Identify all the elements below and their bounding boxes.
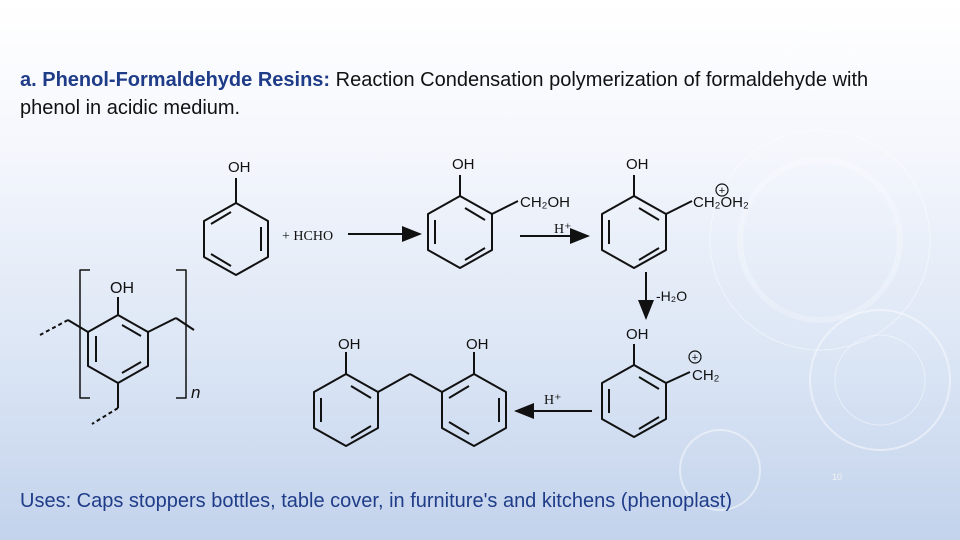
benzyl-group-label: CH₂ <box>692 367 720 384</box>
protonated-structure <box>601 175 693 269</box>
benzyl-cation-structure <box>601 344 691 438</box>
positive-charge-icon <box>688 350 702 364</box>
water-loss-label: -H₂O <box>656 288 687 304</box>
step4-catalyst-label: H⁺ <box>544 393 562 408</box>
protonated-oh-label: OH <box>626 156 649 173</box>
polymer-n-label: n <box>191 383 200 402</box>
polymer-oh-label: OH <box>110 280 134 297</box>
protonated-group-label: CH₂OH₂ <box>693 194 749 211</box>
methylol-oh-label: OH <box>452 156 475 173</box>
positive-charge-icon <box>715 183 729 197</box>
slide-number: 10 <box>832 472 843 482</box>
title-prefix: a. Phenol-Formaldehyde Resins: <box>20 69 331 91</box>
uses-text: Uses: Caps stoppers bottles, table cover… <box>20 490 732 512</box>
slide-title: a. Phenol-Formaldehyde Resins: Reaction … <box>20 66 920 122</box>
benzyl-oh-label: OH <box>626 326 649 343</box>
phenol-oh-label: OH <box>228 159 251 176</box>
hcho-reagent-label: + HCHO <box>282 229 333 244</box>
step2-catalyst-label: H⁺ <box>554 222 572 237</box>
title-text: Reaction Condensation polymerization of … <box>20 69 869 119</box>
positive-charge-label: + <box>692 352 698 364</box>
dimer-oh-right-label: OH <box>466 336 489 353</box>
dimer-structure <box>313 352 507 447</box>
methylol-group-label: CH₂OH <box>520 194 570 211</box>
positive-charge-label: + <box>719 185 725 197</box>
polymer-structure <box>39 269 195 425</box>
phenol-structure <box>203 178 269 276</box>
dimer-oh-left-label: OH <box>338 336 361 353</box>
methylol-phenol-structure <box>427 175 519 269</box>
